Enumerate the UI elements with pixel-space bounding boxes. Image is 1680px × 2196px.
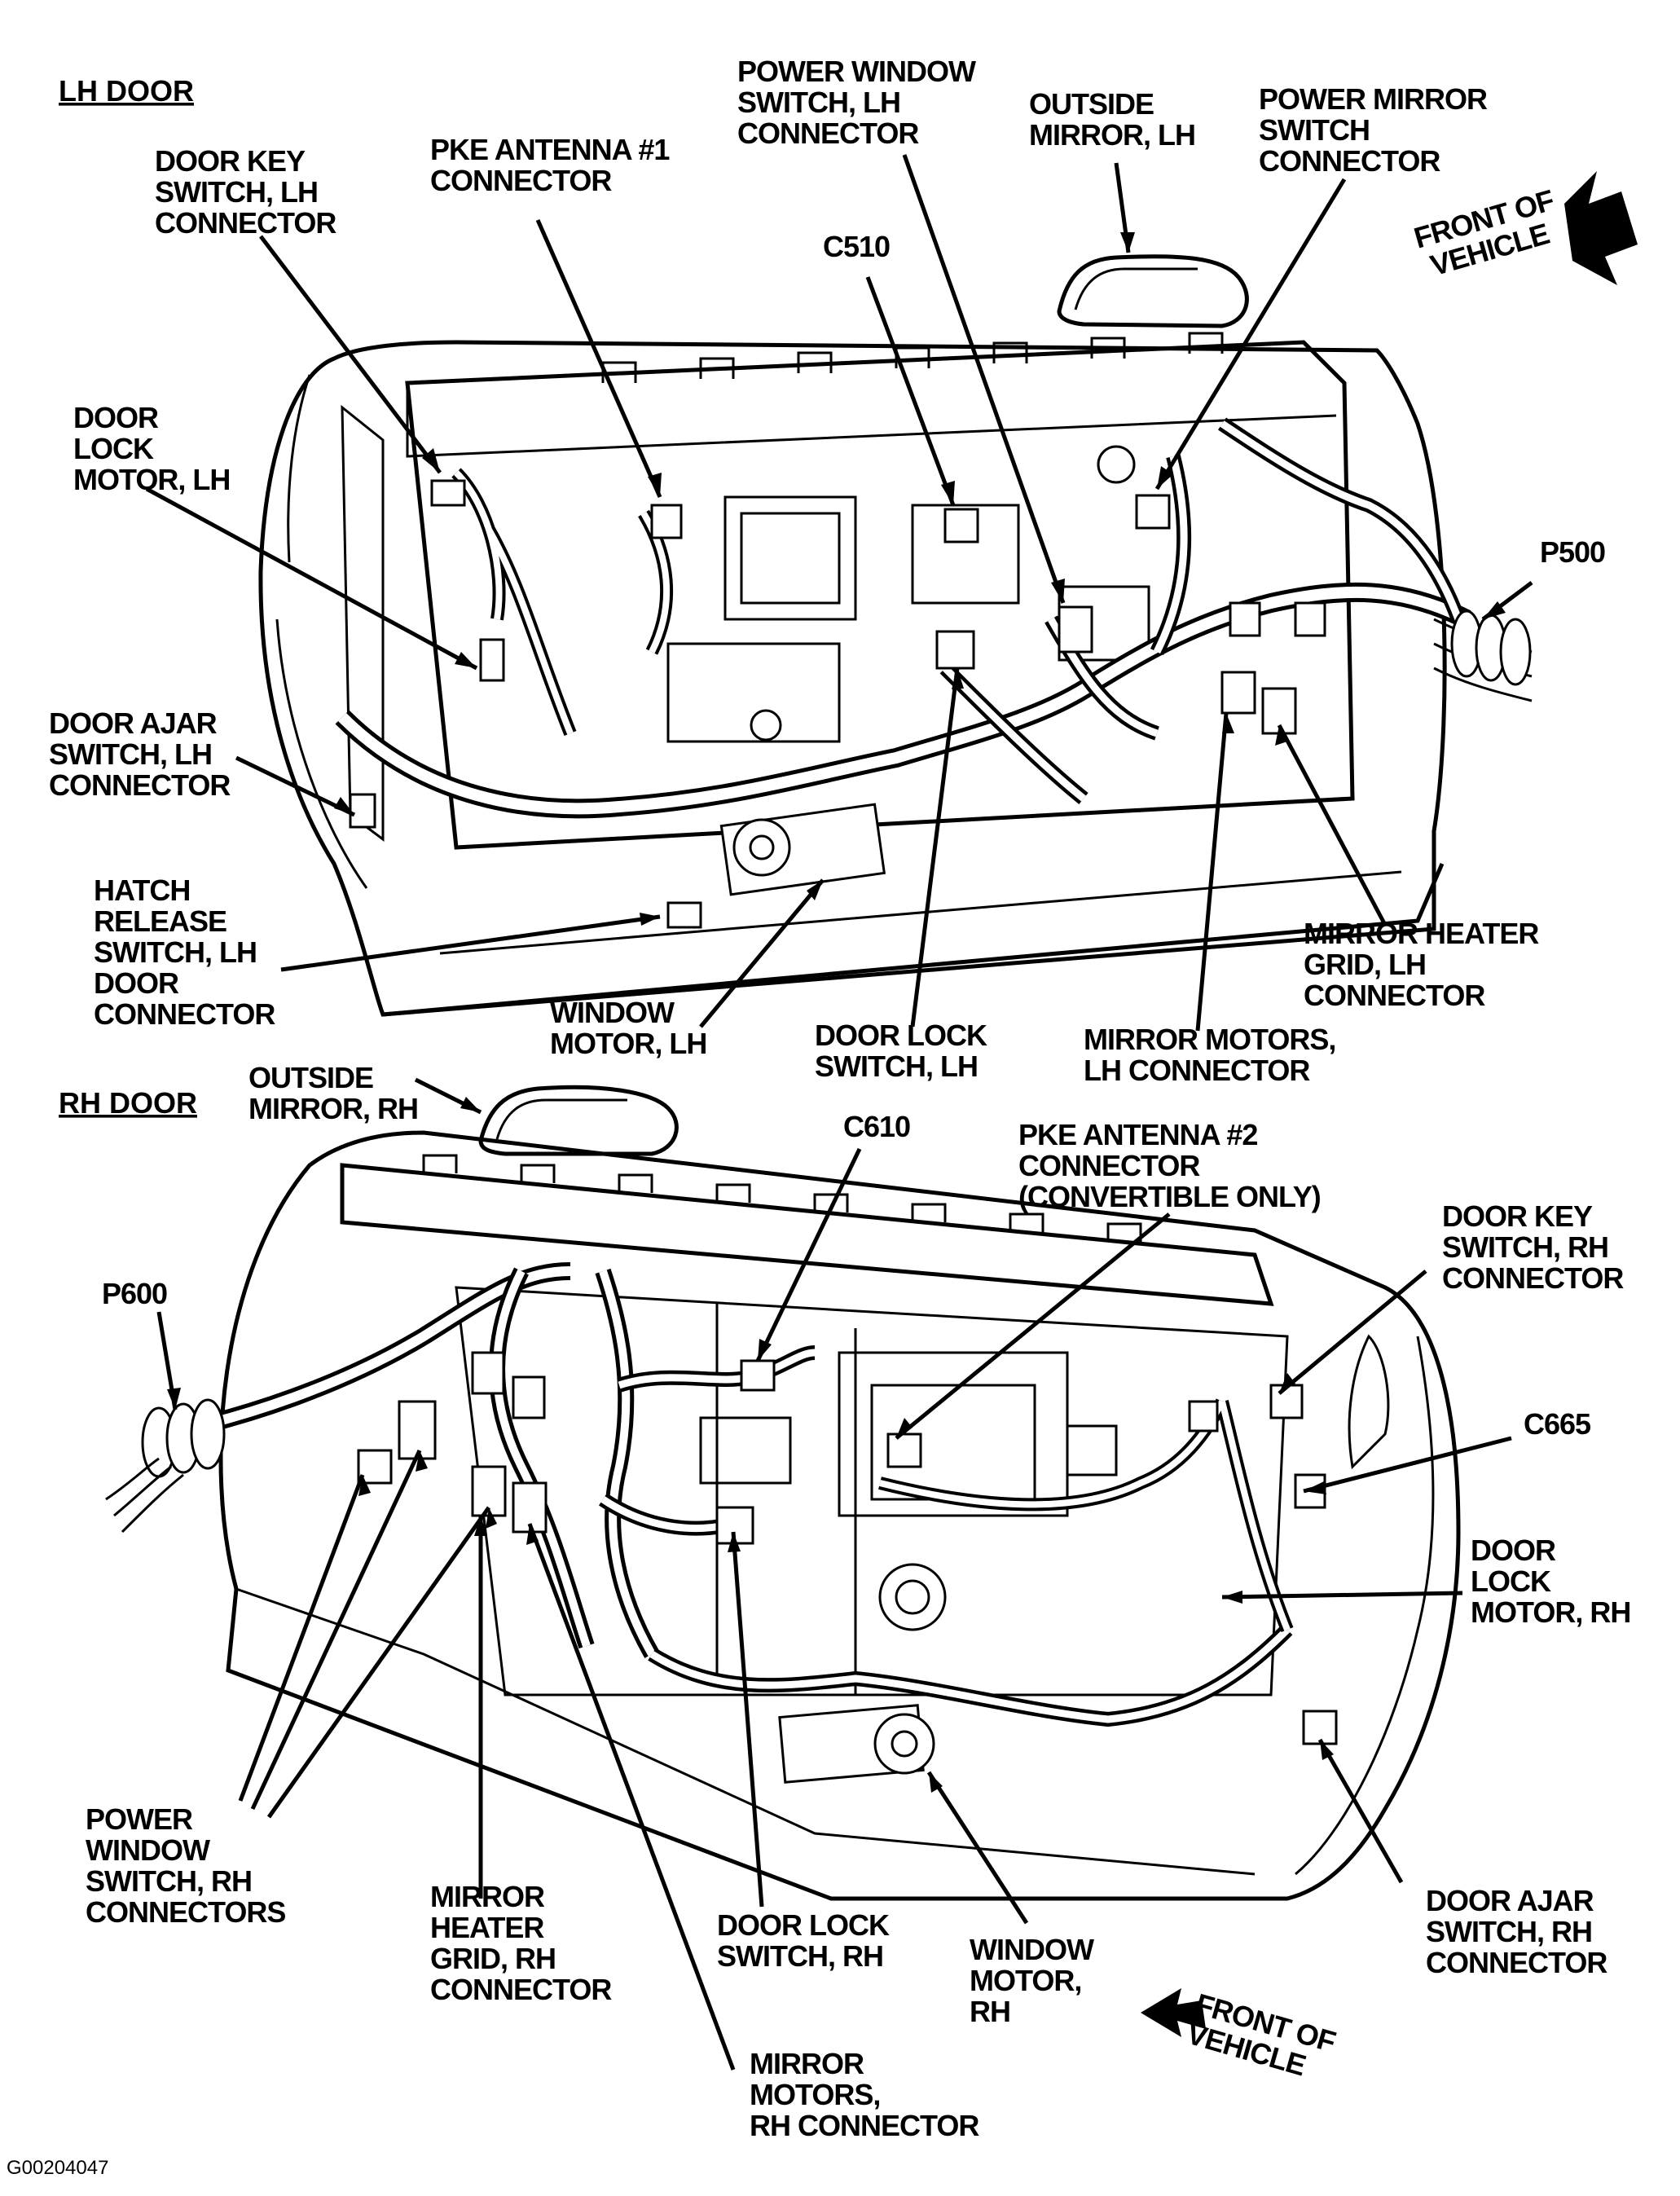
label-lh-hatch-release-switch: HATCH RELEASE SWITCH, LH DOOR CONNECTOR (94, 874, 275, 1031)
label-rh-p600: P600 (102, 1277, 167, 1310)
lh-door-drawing (258, 254, 1533, 1017)
label-lh-mirror-heater-grid: MIRROR HEATER GRID, LH CONNECTOR (1304, 917, 1546, 1012)
rh-door-drawing (105, 1085, 1461, 1901)
rh-leader-lines (156, 1077, 1512, 2071)
label-rh-power-window-switch: POWER WINDOW SWITCH, RH CONNECTORS (86, 1802, 285, 1929)
label-rh-door-lock-motor: DOOR LOCK MOTOR, RH (1471, 1534, 1630, 1629)
label-lh-door-key-switch: DOOR KEY SWITCH, LH CONNECTOR (155, 144, 336, 240)
label-rh-mirror-motors: MIRROR MOTORS, RH CONNECTOR (750, 2047, 979, 2142)
label-lh-door-lock-motor: DOOR LOCK MOTOR, LH (73, 401, 230, 496)
label-lh-mirror-motors: MIRROR MOTORS, LH CONNECTOR (1084, 1023, 1343, 1087)
label-lh-power-mirror-switch: POWER MIRROR SWITCH CONNECTOR (1259, 82, 1494, 178)
label-rh-c665: C665 (1524, 1407, 1591, 1441)
label-rh-door-key-switch: DOOR KEY SWITCH, RH CONNECTOR (1442, 1199, 1624, 1295)
label-rh-pke-antenna-2: PKE ANTENNA #2 CONNECTOR (CONVERTIBLE ON… (1018, 1118, 1321, 1213)
label-lh-c510: C510 (823, 230, 890, 263)
label-lh-power-window-switch: POWER WINDOW SWITCH, LH CONNECTOR (737, 55, 983, 150)
leader-arrowheads (167, 232, 1506, 1793)
label-rh-window-motor: WINDOW MOTOR, RH (970, 1933, 1101, 2028)
lh-door-heading: LH DOOR (59, 74, 194, 108)
label-rh-mirror-heater-grid: MIRROR HEATER GRID, RH CONNECTOR (430, 1880, 612, 2006)
label-lh-window-motor: WINDOW MOTOR, LH (550, 996, 706, 1060)
label-rh-door-lock-switch: DOOR LOCK SWITCH, RH (717, 1908, 896, 1973)
front-arrow-lh (1564, 171, 1638, 285)
label-lh-door-ajar-switch: DOOR AJAR SWITCH, LH CONNECTOR (49, 706, 231, 802)
label-lh-pke-antenna-1: PKE ANTENNA #1 CONNECTOR (430, 133, 676, 197)
label-lh-outside-mirror: OUTSIDE MIRROR, LH (1029, 87, 1195, 152)
figure-code: G00204047 (7, 2157, 108, 2179)
label-rh-c610: C610 (843, 1110, 910, 1143)
label-lh-front-of-vehicle: FRONT OF VEHICLE (1410, 181, 1573, 284)
rh-door-heading: RH DOOR (59, 1086, 197, 1120)
front-arrow-rh (1141, 1988, 1206, 2037)
label-rh-outside-mirror: OUTSIDE MIRROR, RH (248, 1061, 418, 1125)
label-lh-p500: P500 (1540, 535, 1605, 569)
label-lh-door-lock-switch: DOOR LOCK SWITCH, LH (815, 1019, 994, 1083)
label-rh-front-of-vehicle: FRONT OF VEHICLE (1183, 1987, 1346, 2090)
label-rh-door-ajar-switch: DOOR AJAR SWITCH, RH CONNECTOR (1426, 1884, 1607, 1979)
